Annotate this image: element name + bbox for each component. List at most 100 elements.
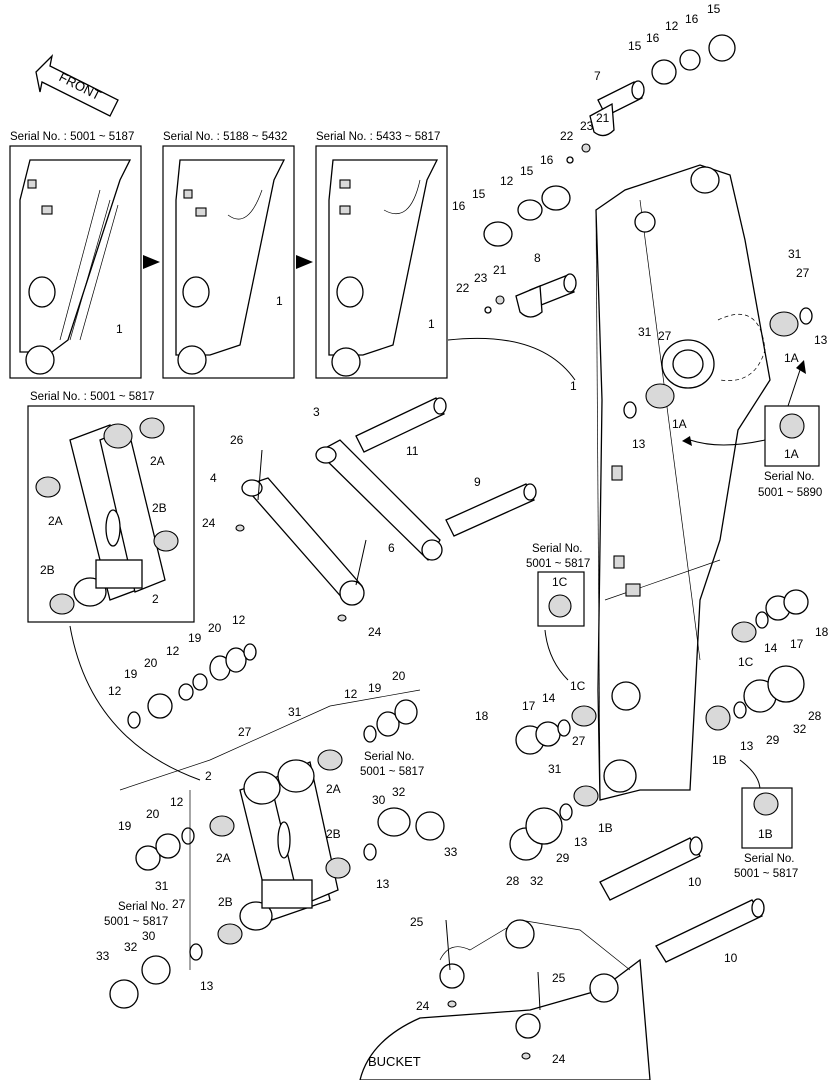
- callout-label: 2B: [326, 827, 341, 841]
- callout-label: 14: [542, 691, 556, 705]
- callout-label: 27: [572, 734, 586, 748]
- callout-label: 12: [344, 687, 358, 701]
- callout-label: 10: [724, 951, 738, 965]
- callout-label: 19: [188, 631, 202, 645]
- callout-label: 12: [665, 19, 679, 33]
- callout-label: 25: [552, 971, 566, 985]
- callout-label: 28: [506, 874, 520, 888]
- serial-box-1B-id: 1B: [758, 827, 773, 841]
- callout-label: 31: [288, 705, 302, 719]
- callout-label: 2: [205, 769, 212, 783]
- callout-label: 23: [474, 271, 488, 285]
- serial-caption-a: Serial No. : 5001 ~ 5187: [10, 131, 134, 143]
- callout-label: 24: [368, 625, 382, 639]
- callout-label: 23: [580, 119, 594, 133]
- callout-label: 1: [116, 322, 123, 336]
- callout-label: 33: [96, 949, 110, 963]
- bucket-label: BUCKET: [368, 1054, 421, 1069]
- callout-label: 2A: [48, 514, 63, 528]
- callout-label: 1A: [784, 351, 799, 365]
- callout-label: 2A: [150, 454, 165, 468]
- callout-label: 27: [796, 266, 810, 280]
- callout-label: 2B: [218, 895, 233, 909]
- callout-label: 13: [740, 739, 754, 753]
- callout-label: 22: [560, 129, 574, 143]
- callout-label: 21: [493, 263, 507, 277]
- serial-box-1C: Serial No. 5001 ~ 5817 1C: [526, 543, 590, 627]
- callout-label: 33: [444, 845, 458, 859]
- callout-label: 1: [428, 317, 435, 331]
- callout-label: 32: [124, 940, 138, 954]
- callout-label: 24: [416, 999, 430, 1013]
- svg-text:5001 ~ 5817: 5001 ~ 5817: [104, 916, 168, 928]
- callout-label: 1B: [712, 753, 727, 767]
- callout-label: 12: [500, 174, 514, 188]
- serial-panel-a: Serial No. : 5001 ~ 5187: [9, 131, 142, 379]
- callout-label: 31: [638, 325, 652, 339]
- callout-label: 20: [392, 669, 406, 683]
- callout-label: 18: [475, 709, 489, 723]
- callout-label: 3: [313, 405, 320, 419]
- boom-foot-parts: [509, 307, 813, 861]
- callout-label: 1A: [672, 417, 687, 431]
- link-2-assembly: [109, 689, 445, 1009]
- callout-label: 16: [685, 12, 699, 26]
- callout-label: 30: [142, 929, 156, 943]
- callout-label: 31: [155, 879, 169, 893]
- callout-label: 31: [548, 762, 562, 776]
- callout-label: 28: [808, 709, 822, 723]
- callout-label: 32: [392, 785, 406, 799]
- boom: [595, 164, 771, 801]
- serial-box-1B-line1: Serial No.: [744, 853, 795, 865]
- pin-7-group: [566, 34, 736, 164]
- callout-label: 17: [790, 637, 804, 651]
- svg-text:Serial No.: Serial No.: [364, 751, 415, 763]
- callout-label: 16: [452, 199, 466, 213]
- link-detail-panel: Serial No. : 5001 ~ 5817: [27, 391, 195, 623]
- callout-label: 1: [276, 294, 283, 308]
- callout-label: 10: [688, 875, 702, 889]
- callout-label: 27: [658, 329, 672, 343]
- callout-label: 16: [540, 153, 554, 167]
- serial-box-1C-line1: Serial No.: [532, 543, 583, 555]
- callout-label: 15: [472, 187, 486, 201]
- callout-label: 30: [372, 793, 386, 807]
- callout-label: 32: [793, 722, 807, 736]
- callout-label: 26: [230, 433, 244, 447]
- callout-label: 1C: [570, 679, 586, 693]
- callout-label: 27: [238, 725, 252, 739]
- callout-label: 29: [556, 851, 570, 865]
- callout-label: 12: [108, 684, 122, 698]
- front-arrow: FRONT: [35, 54, 119, 117]
- serial-caption-b: Serial No. : 5188 ~ 5432: [163, 131, 287, 143]
- svg-text:5001 ~ 5817: 5001 ~ 5817: [360, 766, 424, 778]
- callout-label: 15: [520, 164, 534, 178]
- serial-box-1C-line2: 5001 ~ 5817: [526, 558, 590, 570]
- washer-stack-left: [127, 643, 418, 743]
- callout-label: 25: [410, 915, 424, 929]
- serial-box-1A-line2: 5001 ~ 5890: [758, 487, 822, 499]
- callout-label: 22: [456, 281, 470, 295]
- serial-box-1A: 1A Serial No. 5001 ~ 5890: [758, 405, 822, 499]
- callout-label: 2B: [152, 501, 167, 515]
- callout-label: 15: [628, 39, 642, 53]
- callout-label: 17: [522, 699, 536, 713]
- link-3-4-group: [235, 397, 537, 622]
- callout-label: 13: [632, 437, 646, 451]
- callout-label: 29: [766, 733, 780, 747]
- serial-box-1A-id: 1A: [784, 447, 799, 461]
- callout-label: 20: [146, 807, 160, 821]
- callout-label: 12: [166, 644, 180, 658]
- callout-label: 13: [574, 835, 588, 849]
- serial-box-1C-id: 1C: [552, 575, 568, 589]
- callout-label: 13: [376, 877, 390, 891]
- callout-label: 19: [124, 667, 138, 681]
- serial-box-1B: 1B Serial No. 5001 ~ 5817: [734, 787, 798, 880]
- callout-label: 11: [406, 444, 419, 458]
- serial-box-1A-line1: Serial No.: [764, 471, 815, 483]
- callout-label: 9: [474, 475, 481, 489]
- callout-label: 24: [202, 516, 216, 530]
- callout-label: 24: [552, 1052, 566, 1066]
- callout-label: 19: [368, 681, 382, 695]
